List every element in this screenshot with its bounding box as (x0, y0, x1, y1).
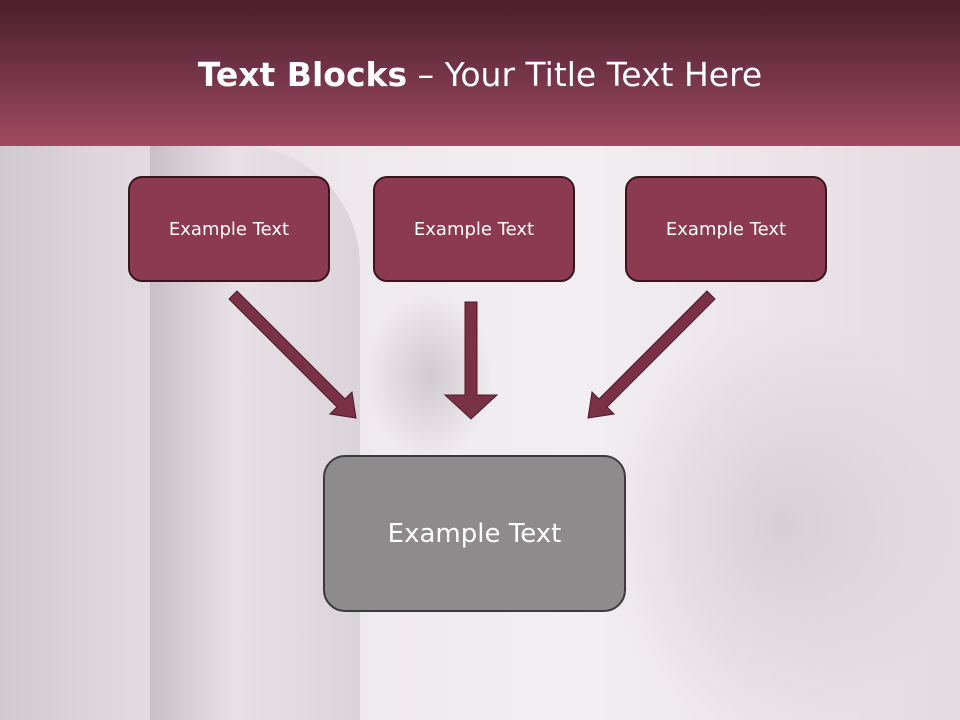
slide-title[interactable]: Text Blocks – Your Title Text Here (0, 52, 960, 98)
text-block-top-right[interactable]: Example Text (625, 176, 827, 282)
arrow-left-icon[interactable] (228, 290, 357, 419)
text-block-bottom[interactable]: Example Text (323, 455, 626, 612)
text-block-label: Example Text (413, 218, 535, 240)
title-rest: Your Title Text Here (444, 55, 763, 94)
arrow-down-icon[interactable] (443, 301, 499, 420)
text-block-top-center[interactable]: Example Text (373, 176, 575, 282)
text-block-top-left[interactable]: Example Text (128, 176, 330, 282)
title-bold-part: Text Blocks (197, 55, 408, 94)
title-bar (0, 0, 960, 146)
text-block-label: Example Text (387, 518, 562, 549)
text-block-label: Example Text (665, 218, 787, 240)
text-block-label: Example Text (168, 218, 290, 240)
title-dash: – (407, 55, 445, 94)
arrow-right-icon[interactable] (587, 290, 716, 419)
